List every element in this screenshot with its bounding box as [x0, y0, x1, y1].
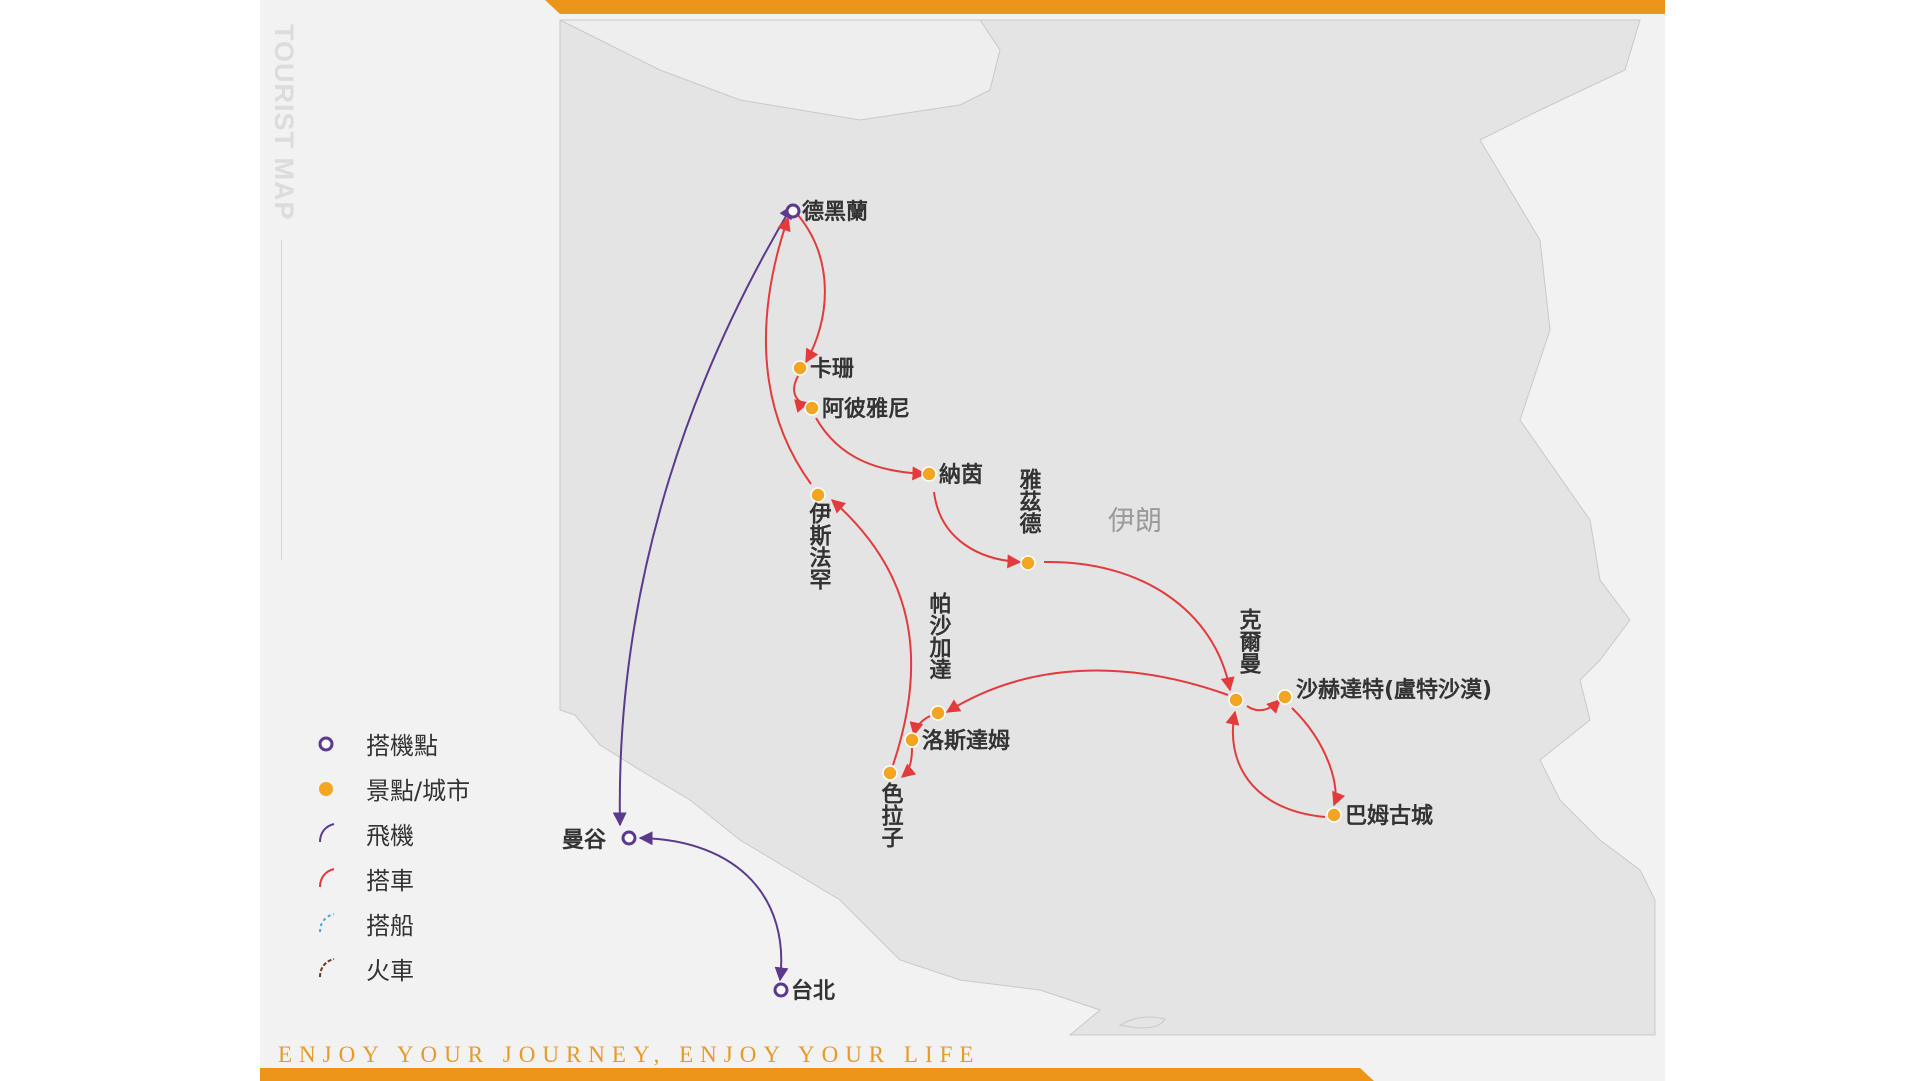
city-marker-abyaneh [804, 400, 820, 416]
car-route-kerman-pasargadae [945, 669, 1229, 713]
city-marker-bam [1326, 807, 1342, 823]
legend-row-flight: 飛機 [300, 808, 500, 853]
place-label-bam: 巴姆古城 [1345, 803, 1433, 829]
flight-route-bangkok-taipei [638, 831, 789, 982]
train-route-icon [319, 958, 335, 978]
legend-row-city: 景點/城市 [300, 763, 500, 808]
car-route-nain-yazd [933, 491, 1022, 569]
place-label-bangkok: 曼谷 [562, 828, 607, 853]
legend-row-train: 火車 [300, 943, 500, 988]
side-title: TOURIST MAP [269, 24, 299, 221]
car-route-bam-kerman [1225, 710, 1326, 818]
map-legend: 搭機點 景點/城市 飛機 搭車 搭船 火車 [300, 718, 500, 988]
city-marker-kashan [792, 360, 808, 376]
legend-label-car: 搭車 [366, 867, 414, 895]
car-route-shahdad-bam [1291, 707, 1346, 807]
place-label-tehran: 德黑蘭 [802, 199, 868, 225]
city-marker-shahdad [1277, 689, 1293, 705]
car-route-yazd-kerman [1043, 560, 1235, 692]
city-marker-icon [319, 782, 333, 796]
legend-label-boat: 搭船 [366, 912, 414, 940]
car-route-icon [319, 868, 335, 888]
car-route-kashan-abyaneh [793, 375, 810, 413]
place-label-taipei: 台北 [791, 978, 835, 1004]
city-marker-isfahan [810, 487, 826, 503]
bottom-accent-bar [260, 1068, 1360, 1081]
place-label-rostam: 洛斯達姆 [922, 728, 1010, 754]
place-label-shiraz: 色拉子 [878, 781, 904, 849]
tagline: ENJOY YOUR JOURNEY, ENJOY YOUR LIFE [278, 1042, 981, 1067]
car-route-tehran-kashan [797, 214, 826, 364]
bottom-accent-bar-notch [1360, 1068, 1374, 1081]
flight-route-bangkok-tehran [612, 204, 793, 827]
place-label-pasargadae: 帕沙加達 [926, 591, 953, 680]
legend-row-boat: 搭船 [300, 898, 500, 943]
side-divider [281, 240, 282, 560]
place-label-abyaneh: 阿彼雅尼 [822, 396, 910, 422]
legend-label-flight: 飛機 [366, 822, 414, 850]
car-route-kerman-shahdad [1246, 699, 1281, 714]
island [1118, 1016, 1166, 1029]
boat-route-icon [319, 913, 335, 933]
city-marker-shiraz [882, 765, 898, 781]
country-label: 伊朗 [1108, 506, 1162, 537]
city-marker-yazd [1020, 555, 1036, 571]
car-route-abyaneh-nain [815, 417, 927, 481]
place-label-yazd: 雅茲德 [1016, 467, 1042, 534]
car-route-rostam-shiraz [900, 747, 917, 778]
airport-marker-icon [318, 736, 334, 752]
top-accent-bar-notch [545, 0, 560, 14]
city-marker-rostam [904, 732, 920, 748]
legend-label-airport: 搭機點 [366, 732, 438, 760]
sea-region [559, 19, 1001, 121]
place-label-kashan: 卡珊 [810, 357, 854, 382]
car-route-shiraz-isfahan [830, 499, 913, 766]
car-route-isfahan-tehran [764, 216, 812, 485]
legend-label-city: 景點/城市 [366, 777, 471, 805]
flight-route-icon [319, 823, 335, 843]
place-label-nain: 納茵 [939, 462, 983, 488]
place-label-shahdad: 沙赫達特(盧特沙漠) [1296, 677, 1492, 703]
legend-row-airport: 搭機點 [300, 718, 500, 763]
airport-marker-bangkok [621, 830, 637, 846]
place-label-kerman: 克爾曼 [1236, 607, 1263, 674]
legend-row-car: 搭車 [300, 853, 500, 898]
top-accent-bar [560, 0, 1665, 14]
airport-marker-taipei [773, 982, 789, 998]
legend-label-train: 火車 [366, 957, 414, 985]
city-marker-kerman [1228, 692, 1244, 708]
city-marker-pasargadae [930, 705, 946, 721]
airport-marker-tehran [785, 203, 801, 219]
city-marker-nain [921, 466, 937, 482]
place-label-isfahan: 伊斯法罕 [806, 501, 833, 590]
